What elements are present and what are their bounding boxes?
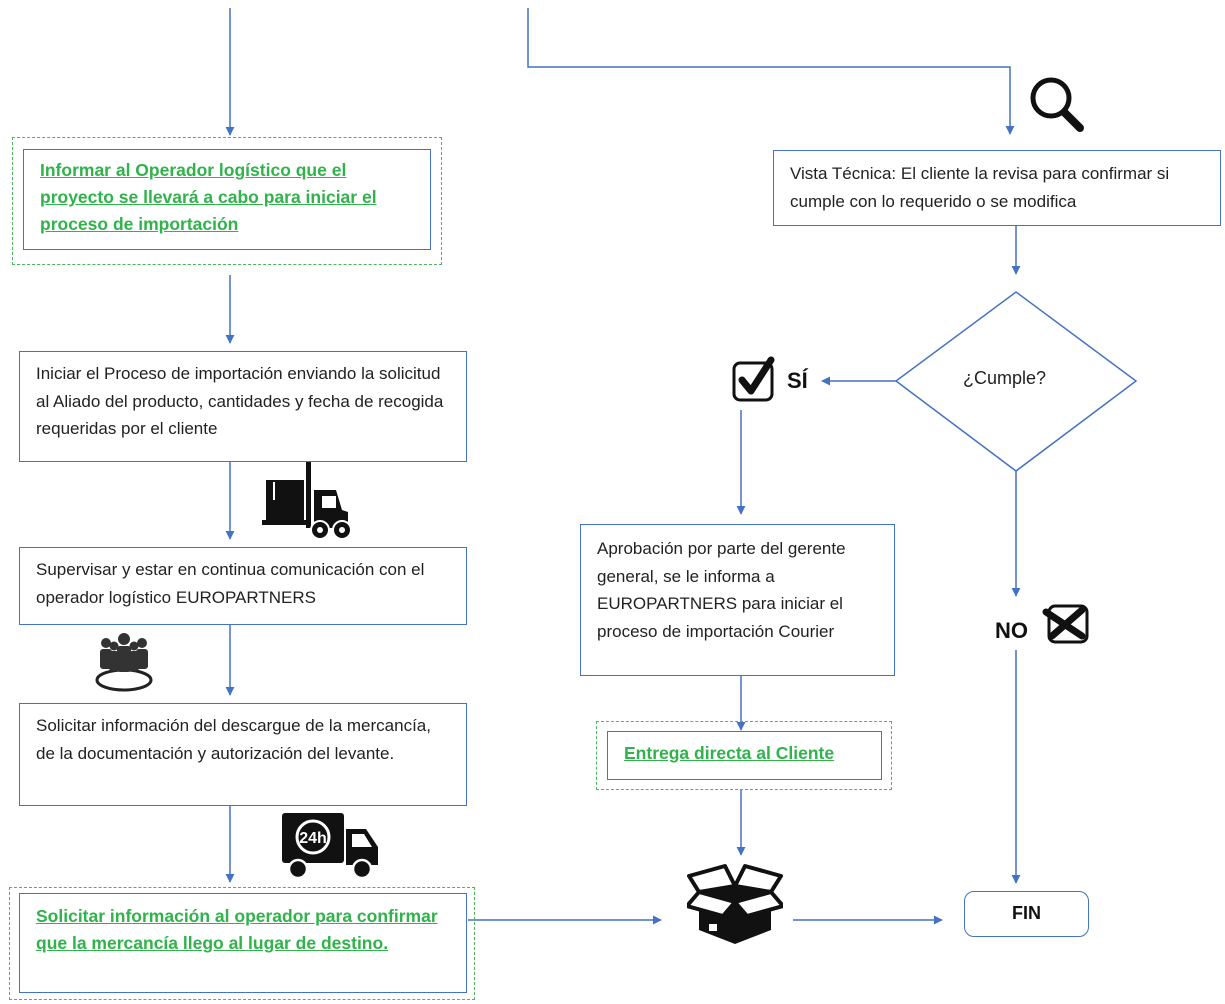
decision-cumple: ¿Cumple?: [963, 368, 1047, 388]
team-icon: [92, 628, 156, 694]
forklift-icon: [262, 460, 352, 542]
arrow-into-vista-tecnica: [527, 8, 1015, 135]
end-fin: FIN: [964, 891, 1089, 937]
step-aprobacion: Aprobación por parte del gerente general…: [580, 524, 895, 676]
decision-diamond: [894, 291, 1138, 472]
checkbox-check-icon: [731, 356, 781, 404]
step-supervisar: Supervisar y estar en continua comunicac…: [19, 547, 467, 625]
confirmar-dashed-frame: [9, 887, 475, 1000]
yes-label: SÍ: [787, 368, 808, 393]
job-search-icon: [1028, 76, 1088, 134]
open-box-icon: [685, 858, 785, 950]
informar-dashed-frame: [12, 137, 442, 265]
step-iniciar-importacion: Iniciar el Proceso de importación envian…: [19, 351, 467, 462]
step-entrega-directa[interactable]: Entrega directa al Cliente: [607, 731, 882, 780]
step-informar-operador[interactable]: Informar al Operador logístico que el pr…: [23, 149, 431, 250]
entrega-dashed-frame: [596, 721, 892, 790]
delivery-truck-24h-icon: 24h: [280, 811, 382, 881]
svg-text:24h: 24h: [299, 830, 327, 847]
step-vista-tecnica: Vista Técnica: El cliente la revisa para…: [773, 150, 1221, 226]
checkbox-cross-icon: [1042, 600, 1092, 646]
step-solicitar-confirmar[interactable]: Solicitar información al operador para c…: [19, 893, 467, 993]
step-solicitar-descargue: Solicitar información del descargue de l…: [19, 703, 467, 806]
no-label: NO: [995, 618, 1028, 643]
